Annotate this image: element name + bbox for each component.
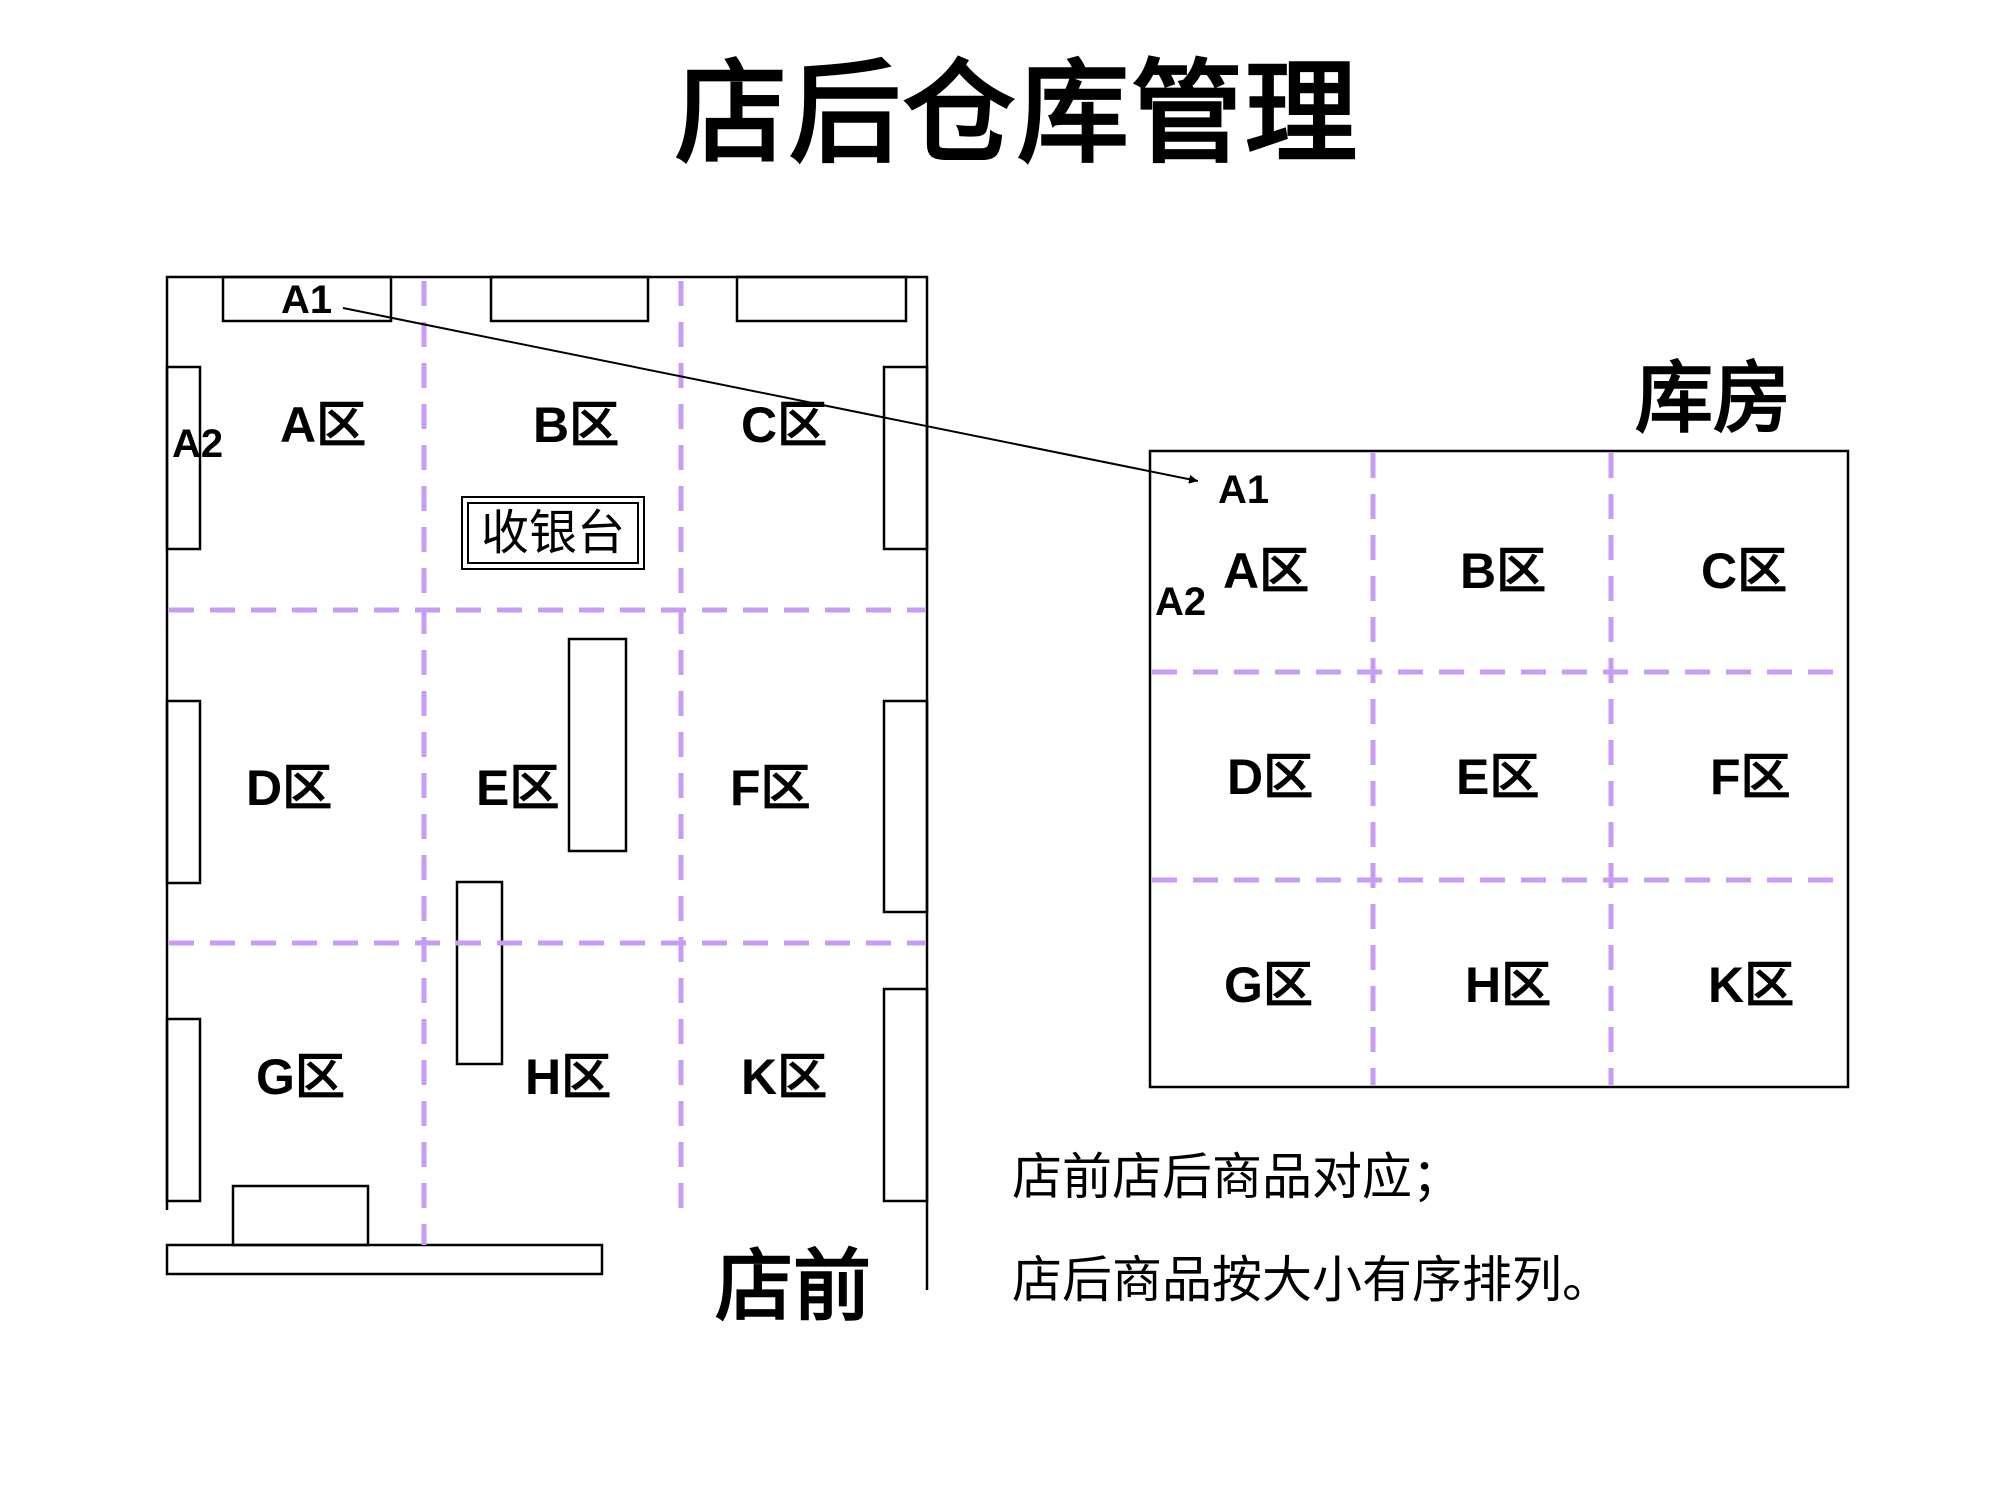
shelf-top-c bbox=[735, 275, 908, 323]
wh-zone-e: E区 bbox=[1456, 749, 1540, 805]
wh-zone-b: B区 bbox=[1460, 543, 1547, 599]
store-zone-c: C区 bbox=[741, 397, 828, 453]
warehouse-zone-dividers bbox=[1152, 453, 1846, 1085]
store-zone-a: A区 bbox=[280, 397, 367, 453]
wh-zone-k: K区 bbox=[1708, 957, 1795, 1013]
shelf-left-d bbox=[165, 699, 202, 885]
store-front-plan bbox=[165, 275, 929, 1290]
wh-zone-d: D区 bbox=[1227, 749, 1314, 805]
store-zone-e: E区 bbox=[476, 760, 560, 816]
entrance-counter bbox=[165, 1243, 604, 1276]
island-shelf-e bbox=[567, 637, 628, 853]
wh-zone-f: F区 bbox=[1710, 749, 1791, 805]
store-front-label: 店前 bbox=[715, 1241, 872, 1332]
shelf-top-a1 bbox=[221, 275, 393, 323]
cashier-counter: 收银台 bbox=[461, 496, 645, 570]
shelf-code-a2: A2 bbox=[172, 422, 224, 466]
page-title: 店后仓库管理 bbox=[675, 49, 1359, 179]
store-zone-dividers bbox=[169, 281, 925, 1245]
store-zone-h: H区 bbox=[525, 1049, 612, 1105]
shelf-right-c bbox=[882, 365, 929, 551]
shelf-right-k bbox=[882, 987, 929, 1203]
wh-shelf-code-a1: A1 bbox=[1218, 468, 1270, 512]
store-zone-b: B区 bbox=[533, 397, 620, 453]
shelf-top-b bbox=[489, 275, 650, 323]
island-shelf-h bbox=[455, 880, 504, 1066]
shelf-left-g bbox=[165, 1017, 202, 1203]
store-zone-g: G区 bbox=[256, 1049, 345, 1105]
shelf-code-a1: A1 bbox=[281, 278, 333, 322]
wh-zone-c: C区 bbox=[1701, 543, 1788, 599]
shelf-left-a2 bbox=[165, 365, 202, 551]
store-zone-d: D区 bbox=[246, 760, 333, 816]
note-line-1: 店前店后商品对应； bbox=[1012, 1148, 1462, 1206]
warehouse-label: 库房 bbox=[1635, 353, 1792, 444]
mapping-arrow bbox=[342, 307, 1199, 484]
wh-zone-a: A区 bbox=[1223, 543, 1310, 599]
wh-zone-h: H区 bbox=[1465, 957, 1552, 1013]
wh-shelf-code-a2: A2 bbox=[1155, 580, 1207, 624]
store-zone-f: F区 bbox=[730, 760, 811, 816]
wh-zone-g: G区 bbox=[1224, 957, 1313, 1013]
shelf-right-f bbox=[882, 699, 929, 914]
warehouse-outline bbox=[1148, 449, 1850, 1089]
note-line-2: 店后商品按大小有序排列。 bbox=[1012, 1251, 1612, 1309]
shelf-bottom-g bbox=[231, 1184, 370, 1247]
store-zone-k: K区 bbox=[741, 1049, 828, 1105]
